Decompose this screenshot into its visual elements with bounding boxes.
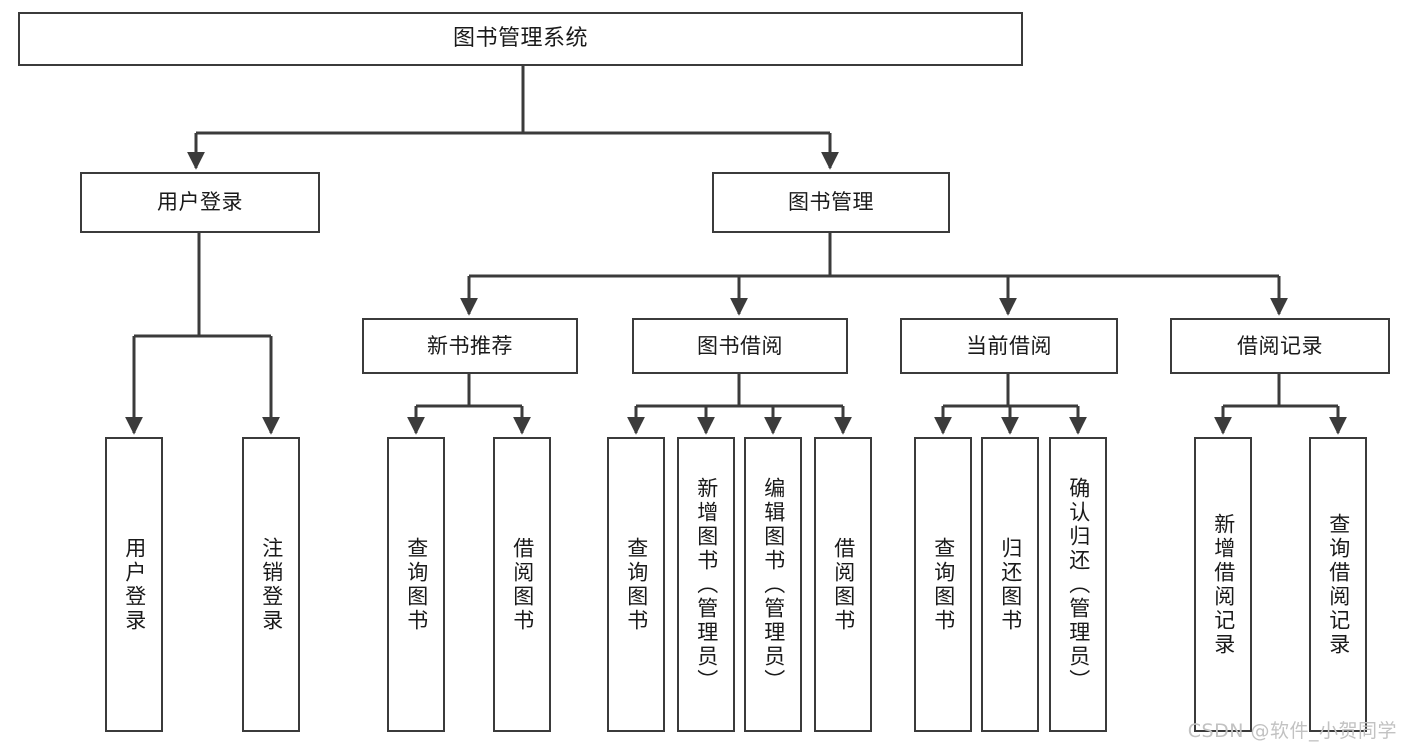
node-label: 查询图书 [404, 536, 429, 633]
leaf-confirm-return-admin[interactable]: 确认归还（管理员） [1049, 437, 1107, 732]
node-label: 图书管理 [788, 190, 874, 215]
leaf-user-login[interactable]: 用户登录 [105, 437, 163, 732]
node-label: 借阅图书 [831, 536, 856, 633]
leaf-logout[interactable]: 注销登录 [242, 437, 300, 732]
node-borrow-record[interactable]: 借阅记录 [1170, 318, 1390, 374]
node-label: 归还图书 [998, 536, 1023, 633]
node-label: 用户登录 [122, 536, 147, 633]
node-label: 新增图书（管理员） [694, 476, 719, 693]
node-root-system[interactable]: 图书管理系统 [18, 12, 1023, 66]
leaf-borrow-book[interactable]: 借阅图书 [814, 437, 872, 732]
node-label: 确认归还（管理员） [1066, 476, 1091, 693]
node-new-book-recommend[interactable]: 新书推荐 [362, 318, 578, 374]
node-label: 图书管理系统 [452, 26, 588, 52]
node-label: 注销登录 [259, 536, 284, 633]
node-label: 借阅记录 [1237, 333, 1323, 358]
leaf-add-book-admin[interactable]: 新增图书（管理员） [677, 437, 735, 732]
node-label: 查询图书 [624, 536, 649, 633]
node-label: 用户登录 [157, 190, 243, 215]
node-label: 当前借阅 [966, 333, 1052, 358]
node-book-borrow[interactable]: 图书借阅 [632, 318, 848, 374]
leaf-query-borrow-record[interactable]: 查询借阅记录 [1309, 437, 1367, 732]
leaf-add-borrow-record[interactable]: 新增借阅记录 [1194, 437, 1252, 732]
node-current-borrow[interactable]: 当前借阅 [900, 318, 1118, 374]
node-label: 新增借阅记录 [1211, 512, 1236, 657]
leaf-borrow-book-new[interactable]: 借阅图书 [493, 437, 551, 732]
node-label: 查询借阅记录 [1326, 512, 1351, 657]
leaf-query-book-current[interactable]: 查询图书 [914, 437, 972, 732]
node-book-management[interactable]: 图书管理 [712, 172, 950, 233]
leaf-return-book[interactable]: 归还图书 [981, 437, 1039, 732]
node-label: 借阅图书 [510, 536, 535, 633]
node-label: 图书借阅 [697, 333, 783, 358]
leaf-edit-book-admin[interactable]: 编辑图书（管理员） [744, 437, 802, 732]
leaf-query-book-borrow[interactable]: 查询图书 [607, 437, 665, 732]
node-label: 新书推荐 [427, 333, 513, 358]
node-label: 查询图书 [931, 536, 956, 633]
leaf-query-book-new[interactable]: 查询图书 [387, 437, 445, 732]
node-label: 编辑图书（管理员） [761, 476, 786, 693]
node-user-login[interactable]: 用户登录 [80, 172, 320, 233]
